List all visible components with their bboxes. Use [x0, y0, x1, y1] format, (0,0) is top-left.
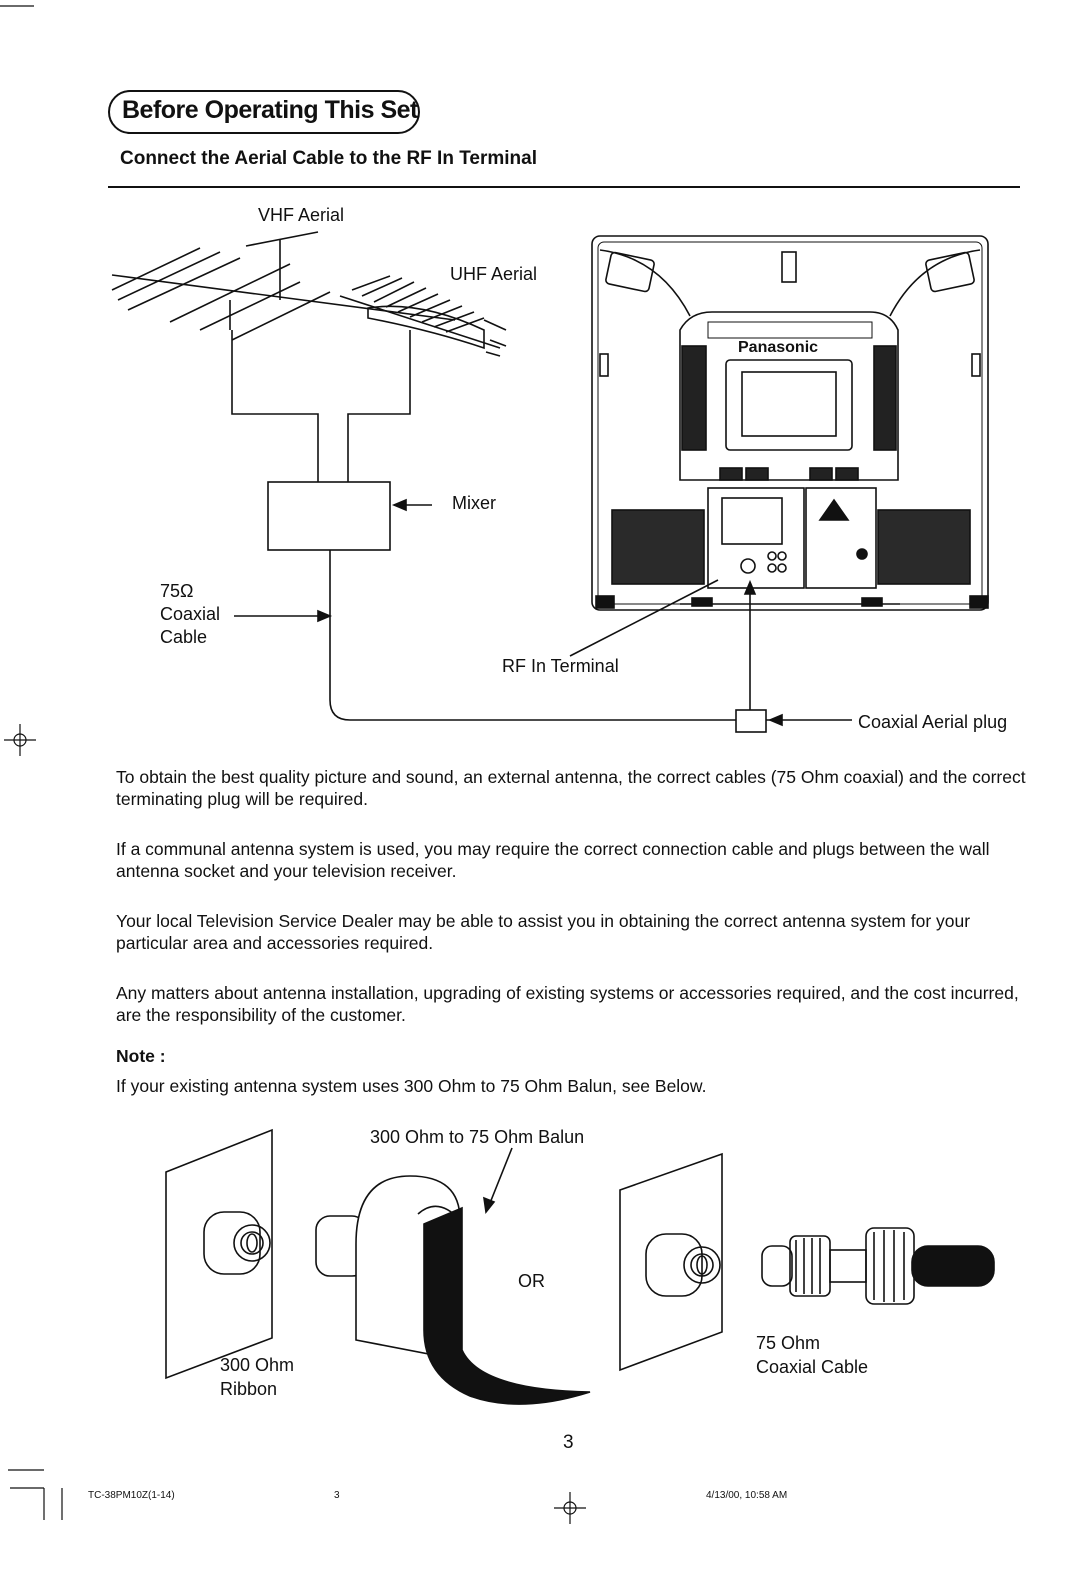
coaxial-plug-box — [735, 709, 767, 733]
paragraph-4: Any matters about antenna installation, … — [116, 983, 1019, 1025]
page-subtitle: Connect the Aerial Cable to the RF In Te… — [120, 148, 537, 169]
note-text: If your existing antenna system uses 300… — [116, 1076, 707, 1096]
vhf-aerial-label: VHF Aerial — [258, 205, 345, 225]
balun-label: 300 Ohm to 75 Ohm Balun — [370, 1127, 585, 1147]
coax-cable-label-type: Coaxial — [160, 604, 221, 624]
coax-cable-label-word: Cable — [160, 627, 208, 647]
registration-marks — [0, 5, 586, 1524]
ribbon-label-impedance: 300 Ohm — [220, 1355, 295, 1375]
balun-drawing — [315, 1147, 591, 1405]
paragraph-3: Your local Television Service Dealer may… — [116, 911, 971, 953]
coax-cable-label-impedance: 75Ω — [160, 581, 194, 601]
section-title: Before Operating This Set — [122, 96, 418, 124]
tv-rear-panel — [591, 235, 989, 611]
ribbon-label-word: Ribbon — [220, 1379, 278, 1399]
wall-socket-plate-left — [165, 1128, 273, 1380]
paragraph-2: If a communal antenna system is used, yo… — [116, 839, 990, 881]
uhf-aerial-drawing — [339, 275, 507, 357]
coax-label-impedance: 75 Ohm — [756, 1333, 821, 1353]
or-label: OR — [518, 1271, 545, 1291]
coaxial-cable-line — [329, 550, 736, 721]
footer-page: 3 — [334, 1490, 340, 1501]
coaxial-aerial-plug-label: Coaxial Aerial plug — [858, 712, 1008, 732]
mixer-box — [267, 481, 391, 551]
footer-timestamp: 4/13/00, 10:58 AM — [706, 1490, 788, 1501]
section-title-pill: Before Operating This Set — [108, 90, 420, 134]
footer-doc-code: TC-38PM10Z(1-14) — [88, 1490, 175, 1501]
uhf-aerial-label: UHF Aerial — [450, 264, 538, 284]
tv-brand-logo: Panasonic — [738, 339, 818, 356]
wall-socket-plate-right — [619, 1152, 723, 1372]
page-number: 3 — [563, 1432, 574, 1453]
mixer-label: Mixer — [452, 493, 496, 513]
aerial-feed-lines — [231, 330, 411, 482]
header-rule — [108, 186, 1020, 188]
paragraph-1: To obtain the best quality picture and s… — [116, 767, 1026, 809]
coax-label-word: Coaxial Cable — [756, 1357, 869, 1377]
note-heading: Note : — [116, 1046, 166, 1066]
coaxial-plug-drawing — [761, 1227, 995, 1305]
vhf-aerial-drawing — [111, 231, 456, 341]
rf-in-terminal-label: RF In Terminal — [502, 656, 619, 676]
